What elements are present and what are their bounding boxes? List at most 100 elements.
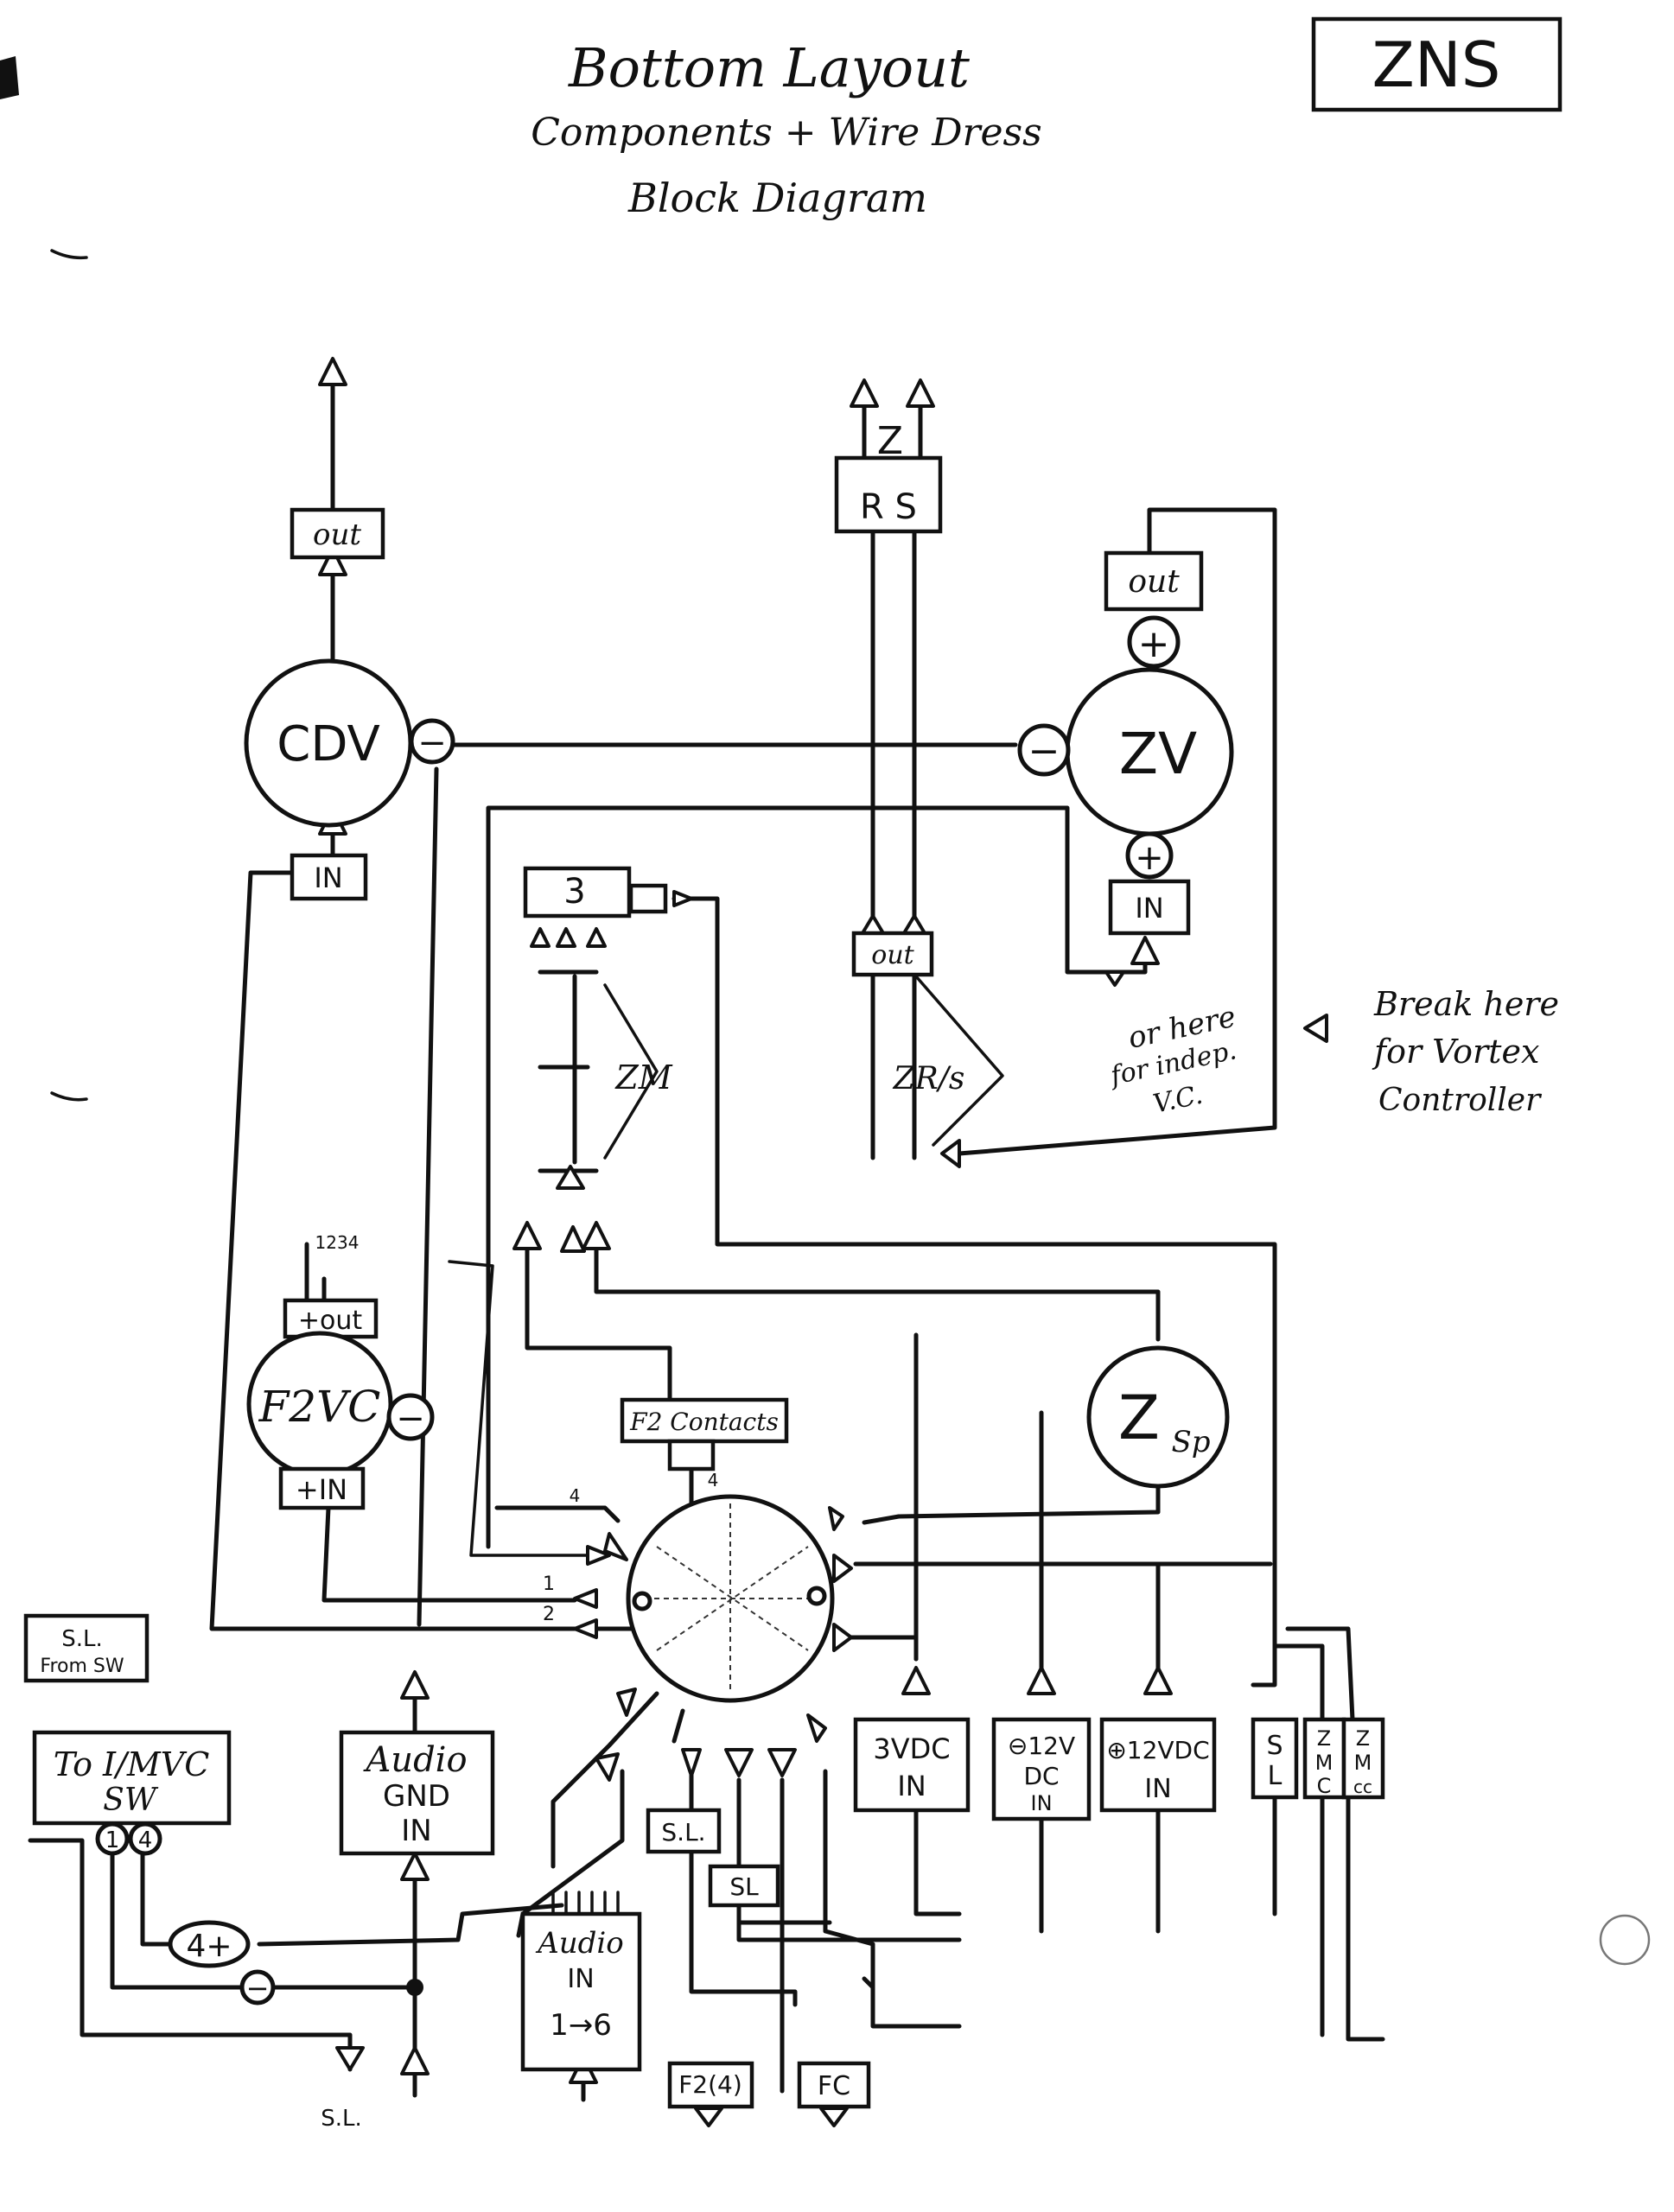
minus-terminal-small bbox=[239, 1969, 276, 2005]
zrs-z-label: Z bbox=[877, 419, 903, 463]
zmc-label-3: C bbox=[1317, 1774, 1332, 1798]
diagram-subtitle-2: Block Diagram bbox=[627, 175, 927, 221]
zsp-circle bbox=[1086, 1345, 1230, 1489]
sl-vertical-label-2: L bbox=[1268, 1761, 1283, 1791]
f2vc-out-box bbox=[283, 1298, 379, 1339]
f2-4-label: F2(4) bbox=[678, 2070, 742, 2099]
neg12-label-3: IN bbox=[1030, 1791, 1052, 1815]
cdv-label: CDV bbox=[277, 716, 380, 772]
imvc-pin-1 bbox=[95, 1821, 130, 1856]
cdv-in-label: IN bbox=[314, 861, 342, 894]
f2-contacts-label: F2 Contacts bbox=[629, 1408, 779, 1436]
zmc-label-1: Z bbox=[1317, 1726, 1331, 1751]
to-imvc-label-2: SW bbox=[103, 1783, 159, 1818]
zv-plus-terminal-bottom bbox=[1125, 831, 1174, 880]
neg12-label-1: ⊖12V bbox=[1008, 1732, 1075, 1760]
zm-label: ZM bbox=[614, 1058, 672, 1096]
audio-gnd-label-3: IN bbox=[401, 1814, 431, 1848]
zrs-rs-label: R S bbox=[860, 487, 917, 527]
sl-box-1 bbox=[646, 1808, 722, 1854]
sl-from-sw-label-2: From SW bbox=[40, 1656, 124, 1677]
f2-4-box bbox=[667, 2061, 754, 2109]
note-indep-3: V.C. bbox=[1150, 1080, 1205, 1120]
f2vc-minus-sign: − bbox=[396, 1399, 425, 1439]
zrs-out-box bbox=[851, 931, 934, 977]
zv-plus-sign-bottom: + bbox=[1135, 838, 1164, 878]
box-3-pins bbox=[628, 883, 668, 914]
zv-plus-sign-top: + bbox=[1138, 622, 1170, 666]
audio-gnd-box bbox=[339, 1730, 495, 1856]
sl-from-sw-label-1: S.L. bbox=[61, 1626, 103, 1652]
f2-contacts-pins bbox=[667, 1439, 716, 1471]
zv-minus-sign: − bbox=[1028, 729, 1060, 773]
pos12-label-1: ⊕12VDC bbox=[1106, 1736, 1209, 1764]
zv-in-label: IN bbox=[1135, 892, 1163, 925]
zmcc-box bbox=[1341, 1717, 1385, 1800]
hub-pin-1: 1 bbox=[543, 1573, 555, 1595]
pos12-box bbox=[1099, 1717, 1217, 1813]
vdc3-label-2: IN bbox=[897, 1770, 926, 1802]
cdv-out-box bbox=[290, 507, 385, 560]
diagram-subtitle: Components + Wire Dress bbox=[531, 111, 1041, 155]
f2vc-in-box bbox=[278, 1466, 366, 1510]
to-imvc-label-1: To I/MVC bbox=[54, 1745, 210, 1783]
zsp-p-label: Sp bbox=[1171, 1425, 1210, 1459]
sl-vertical-label-1: S bbox=[1266, 1731, 1283, 1761]
diagram-title: Bottom Layout bbox=[568, 36, 970, 99]
zv-label: ZV bbox=[1119, 721, 1197, 787]
neg12-label-2: DC bbox=[1023, 1762, 1059, 1790]
doc-tag-box bbox=[1311, 16, 1563, 112]
cdv-minus-terminal bbox=[409, 718, 455, 765]
f2vc-minus-terminal bbox=[386, 1393, 435, 1441]
sl-bottom-label: S.L. bbox=[321, 2106, 362, 2132]
imvc-pin-4 bbox=[128, 1821, 162, 1856]
f2vc-in-label: +IN bbox=[296, 1473, 347, 1506]
sl-box-2-label: SL bbox=[729, 1872, 759, 1901]
hub-right-dot bbox=[806, 1586, 827, 1606]
audio-in-label-2: IN bbox=[567, 1964, 594, 1994]
zv-out-box bbox=[1104, 550, 1204, 612]
pos12-label-2: IN bbox=[1144, 1774, 1171, 1804]
hub-pin-4: 4 bbox=[570, 1485, 581, 1506]
four-plus-terminal bbox=[168, 1920, 251, 1968]
fc-box bbox=[797, 2061, 871, 2109]
minus-terminal-small-sign: − bbox=[246, 1972, 270, 2005]
zv-minus-terminal bbox=[1017, 723, 1071, 777]
zv-plus-terminal-top bbox=[1127, 615, 1181, 669]
zv-in-box bbox=[1108, 879, 1191, 936]
imvc-pin-4-label: 4 bbox=[138, 1827, 153, 1853]
audio-in-box bbox=[520, 1911, 642, 2072]
cdv-out-label: out bbox=[313, 518, 361, 552]
doc-tag: ZNS bbox=[1372, 29, 1501, 101]
box-3 bbox=[523, 866, 632, 918]
hub-spokes bbox=[635, 1503, 825, 1694]
zmcc-label-1: Z bbox=[1356, 1726, 1370, 1751]
zsp-z-label: Z bbox=[1118, 1382, 1160, 1453]
zrs-label: ZR/s bbox=[893, 1061, 965, 1096]
zmcc-label-2: M bbox=[1354, 1751, 1372, 1775]
scan-marks bbox=[0, 56, 1651, 1966]
vdc3-label-1: 3VDC bbox=[873, 1732, 950, 1765]
zmc-label-2: M bbox=[1315, 1751, 1333, 1775]
audio-gnd-label-2: GND bbox=[383, 1779, 450, 1814]
note-vortex-2: for Vortex bbox=[1372, 1033, 1539, 1071]
cdv-minus-sign: − bbox=[417, 723, 447, 763]
audio-gnd-label-1: Audio bbox=[362, 1740, 467, 1780]
sl-box-1-label: S.L. bbox=[661, 1818, 705, 1847]
zrs-out-label: out bbox=[871, 940, 914, 970]
note-vortex-3: Controller bbox=[1378, 1083, 1542, 1118]
box-3-label: 3 bbox=[563, 872, 585, 912]
sl-from-sw-box bbox=[23, 1613, 150, 1683]
junction-dot bbox=[406, 1979, 423, 1996]
zrs-box bbox=[834, 455, 943, 534]
audio-in-label-3: 1→6 bbox=[550, 2008, 612, 2043]
neg12-box bbox=[991, 1717, 1092, 1821]
f2vc-out-label: +out bbox=[298, 1306, 363, 1336]
f2vc-label: F2VC bbox=[258, 1382, 381, 1432]
sl-vertical-box bbox=[1251, 1717, 1299, 1800]
f2-contacts-box bbox=[620, 1397, 789, 1444]
zv-out-label: out bbox=[1128, 564, 1180, 600]
f2vc-pins-label: 1234 bbox=[315, 1232, 360, 1253]
sl-box-2 bbox=[708, 1864, 780, 1908]
